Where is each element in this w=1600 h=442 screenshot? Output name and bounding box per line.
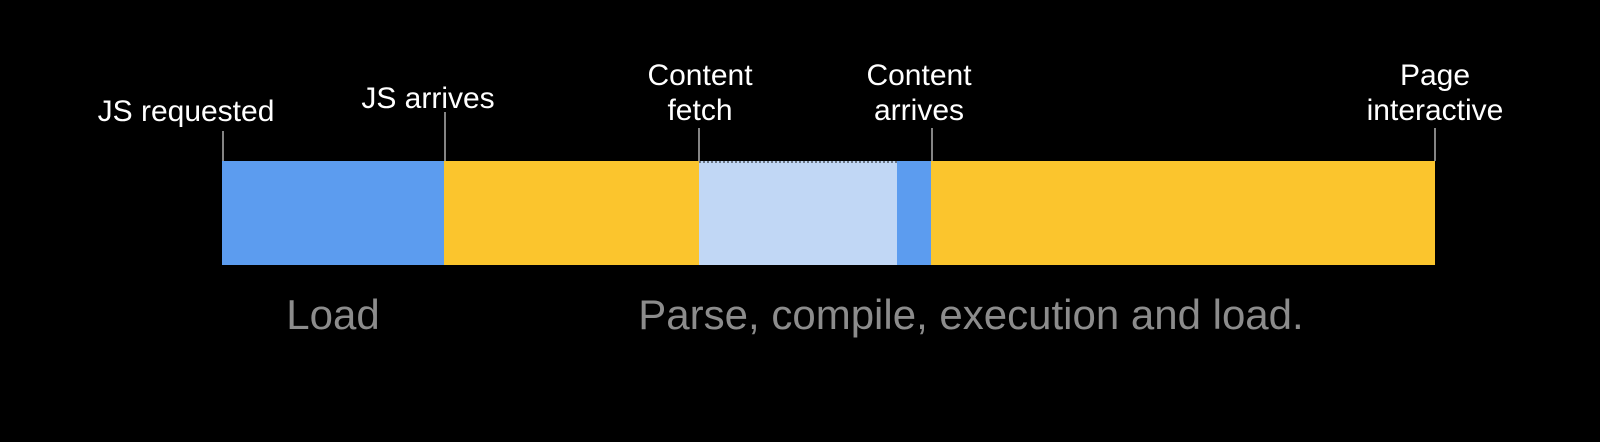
milestone-label-line: Page [1399, 59, 1471, 92]
segment-wait-after-js-arrives [444, 161, 699, 265]
milestone-tick-js-requested [222, 131, 224, 161]
milestone-label-line: Content [647, 59, 753, 92]
timeline-bar [222, 161, 1435, 265]
segment-content-arrival [897, 161, 931, 265]
milestone-label-line: arrives [873, 94, 965, 127]
milestone-tick-content-arrives [931, 128, 933, 161]
phase-caption-load: Load [286, 291, 380, 338]
milestone-tick-js-arrives [444, 112, 446, 161]
milestone-label-line: Content [866, 59, 972, 92]
milestone-label-js-requested: JS requested [98, 94, 275, 129]
segment-js-download [222, 161, 444, 265]
milestone-label-line: JS arrives [361, 82, 495, 115]
milestone-tick-content-fetch [698, 128, 700, 161]
milestone-label-line: fetch [667, 94, 733, 127]
milestone-label-line: JS requested [97, 95, 275, 128]
milestone-label-js-arrives: JS arrives [361, 81, 494, 116]
phase-caption-parse: Parse, compile, execution and load. [638, 291, 1304, 338]
milestone-label-line: interactive [1366, 94, 1504, 127]
milestone-tick-page-interactive [1434, 128, 1436, 161]
segment-parse-compile-execute [931, 161, 1435, 265]
segment-content-fetch [699, 161, 897, 265]
